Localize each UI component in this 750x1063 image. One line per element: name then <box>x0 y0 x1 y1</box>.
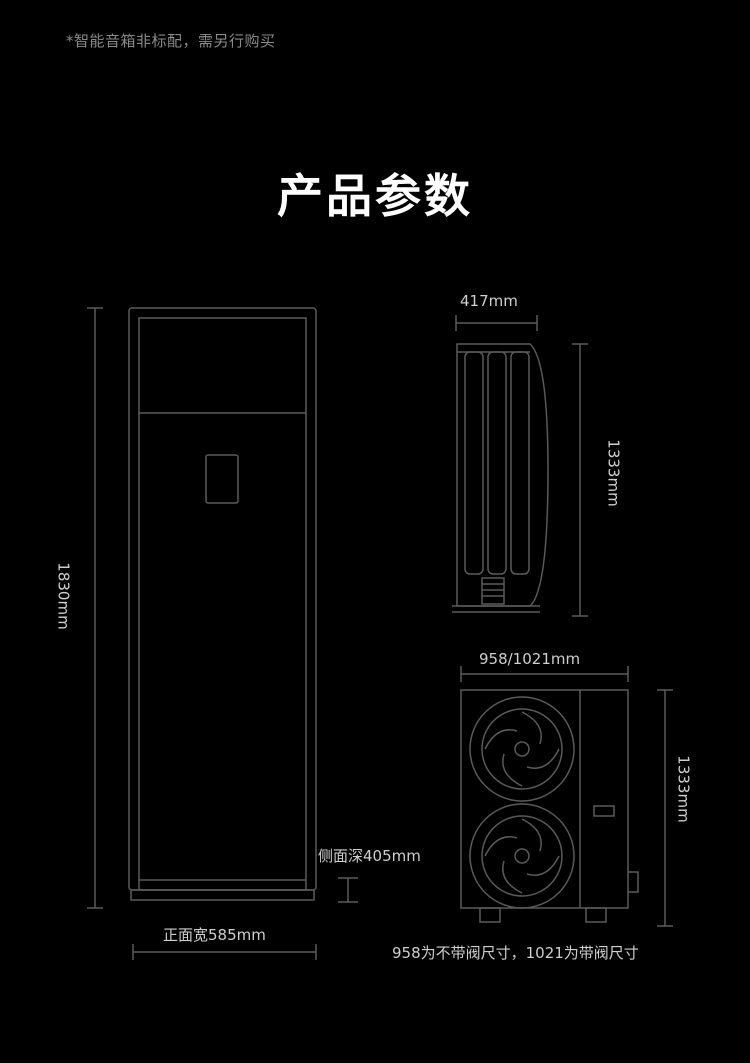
indoor-width-label: 正面宽585mm <box>163 926 266 944</box>
side-unit-width-label: 417mm <box>460 292 518 310</box>
outdoor-footnote: 958为不带阀尺寸，1021为带阀尺寸 <box>392 944 639 962</box>
side-unit-drawing <box>452 343 549 613</box>
side-unit-width-dimension <box>455 315 538 331</box>
side-unit-height-label: 1333mm <box>604 439 623 507</box>
accessory-note: *智能音箱非标配，需另行购买 <box>66 32 276 50</box>
indoor-height-label: 1830mm <box>54 562 73 630</box>
outdoor-width-dimension <box>460 666 629 682</box>
outdoor-height-dimension <box>657 689 673 927</box>
indoor-height-dimension <box>87 307 103 909</box>
indoor-depth-label: 侧面深405mm <box>318 847 421 865</box>
page-title: 产品参数 <box>277 169 473 223</box>
indoor-unit-drawing <box>128 307 317 901</box>
outdoor-unit-drawing <box>460 689 639 923</box>
side-unit-height-dimension <box>572 343 588 617</box>
indoor-width-dimension <box>132 944 317 960</box>
outdoor-width-label: 958/1021mm <box>479 650 581 668</box>
outdoor-height-label: 1333mm <box>674 755 693 823</box>
indoor-depth-marker <box>338 877 358 903</box>
